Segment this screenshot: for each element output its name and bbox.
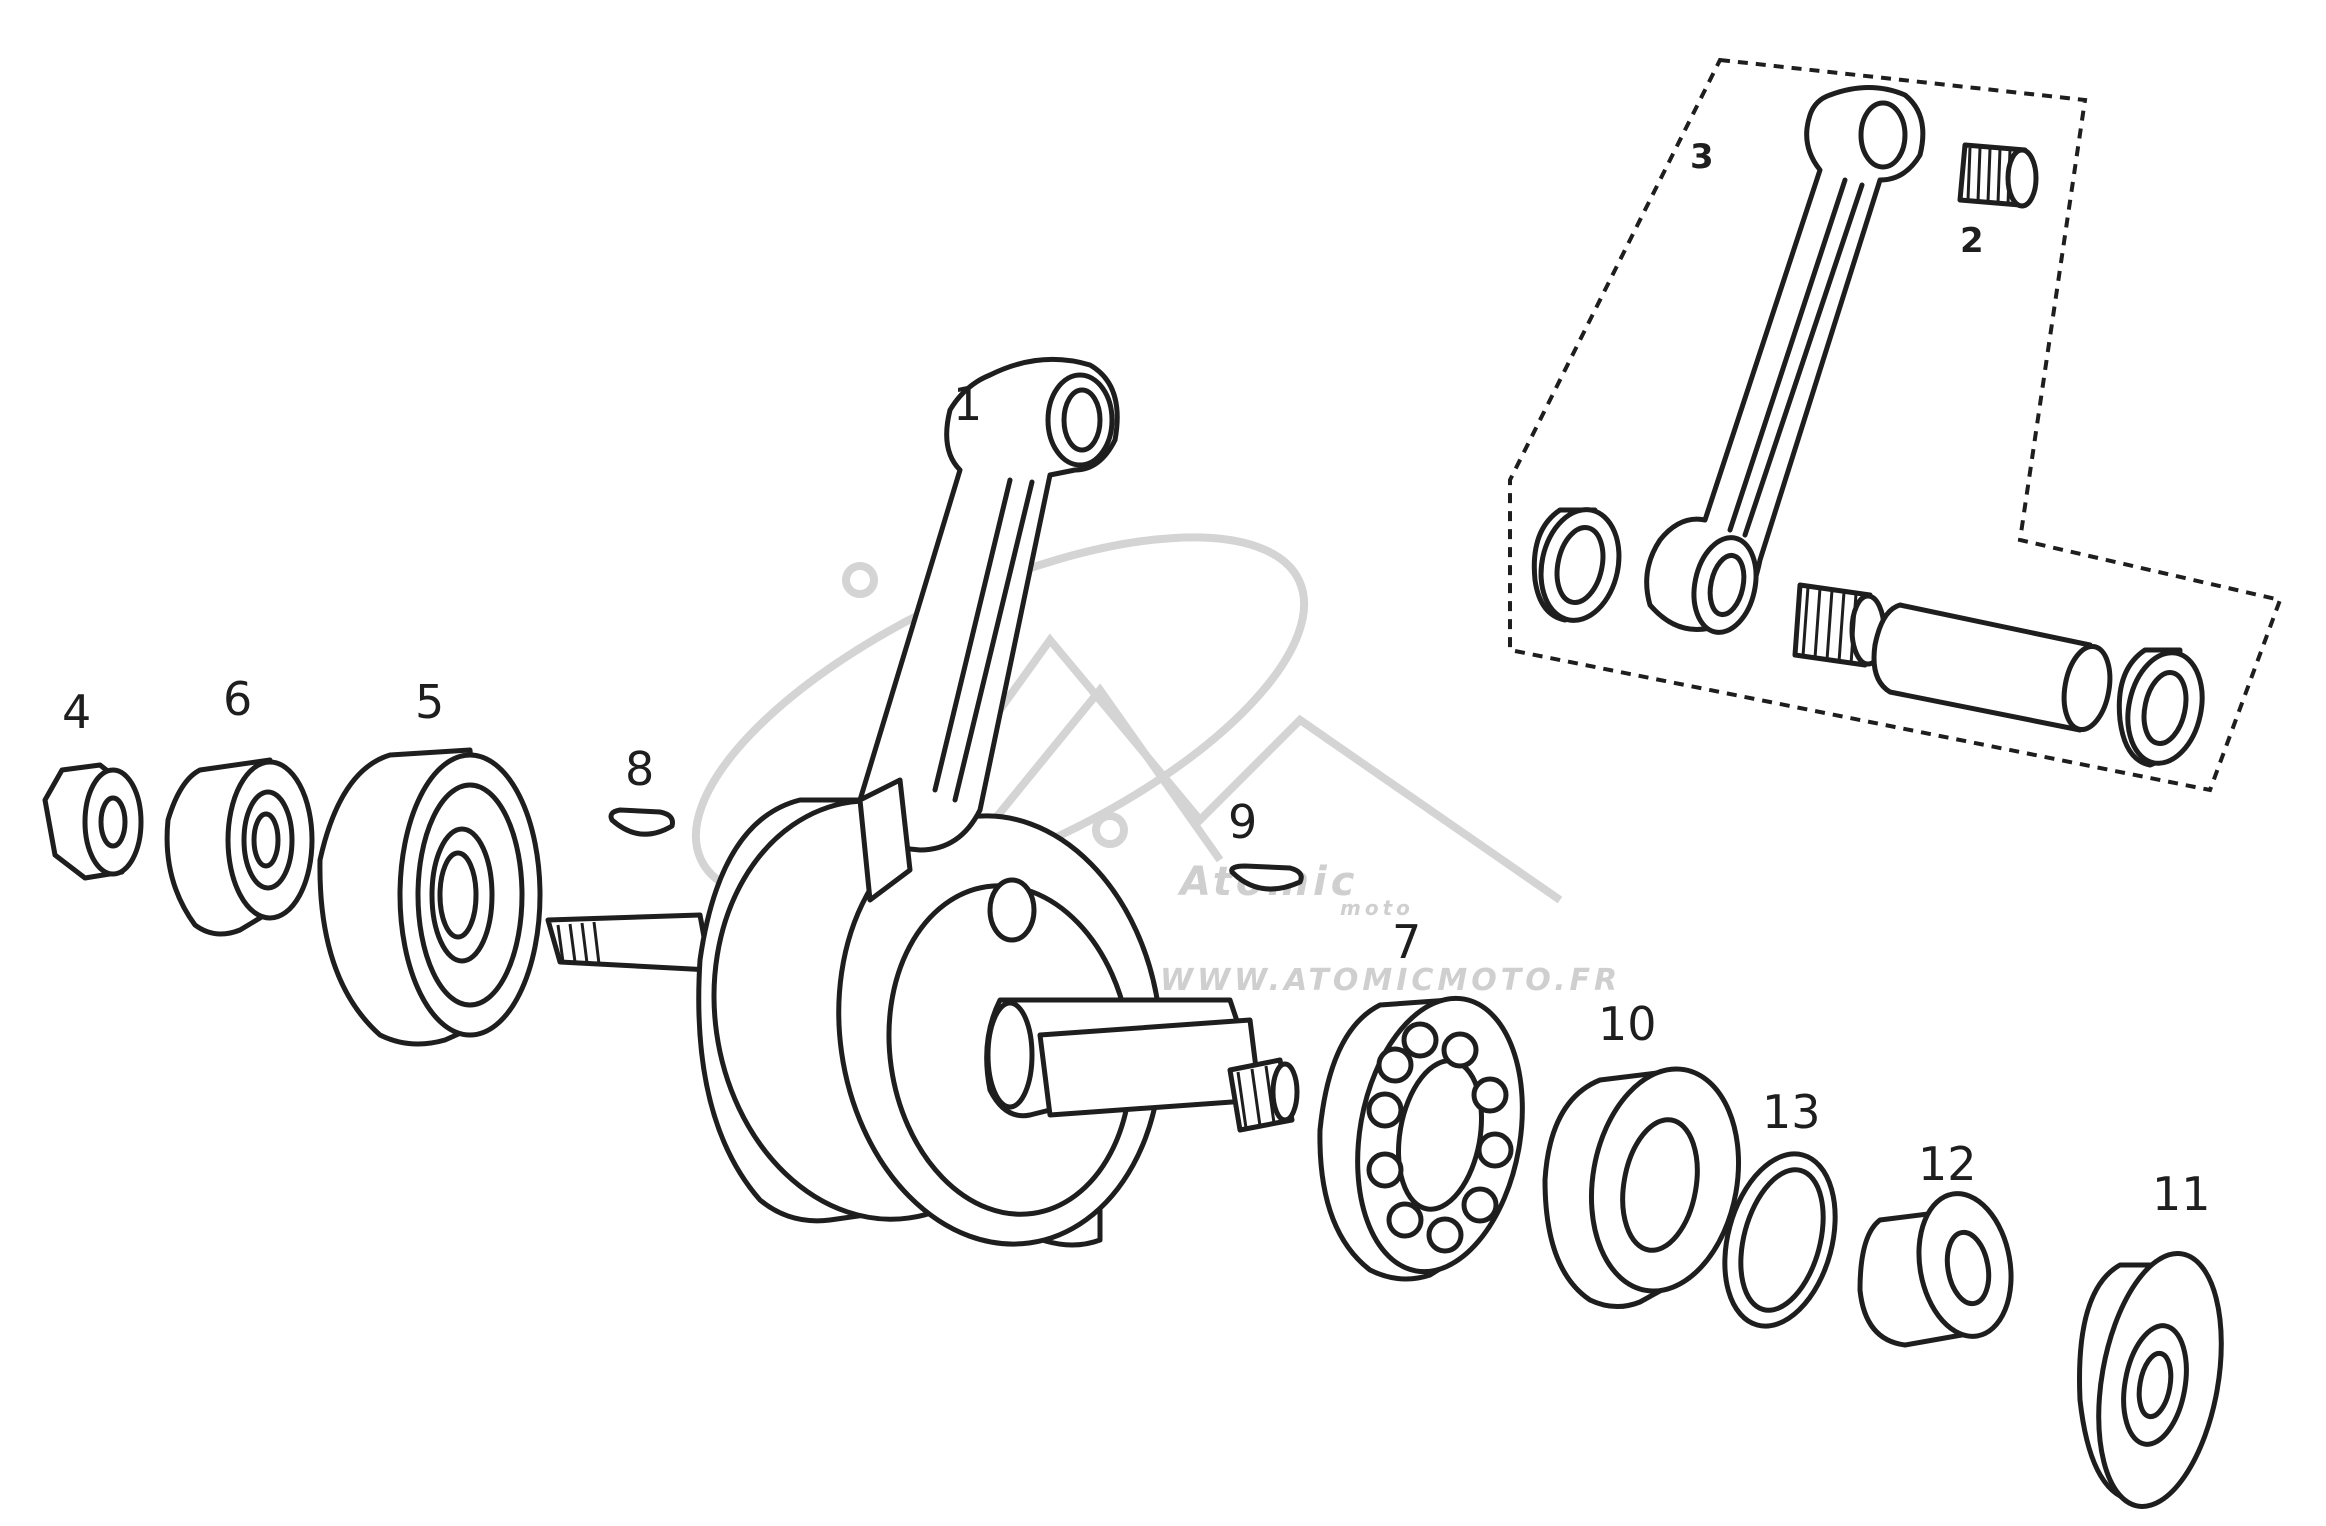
crankshaft-left-shaft [545,912,713,973]
callout-5: 5 [415,675,444,729]
part-2-needle-bearing [1957,142,2039,209]
watermark-url: WWW.ATOMICMOTO.FR [1160,963,1621,998]
part-8-key [608,807,675,837]
callout-9: 9 [1228,795,1257,849]
crankshaft [696,797,1300,1248]
part-11-washer [2077,1251,2224,1509]
callout-10: 10 [1598,997,1657,1051]
part-1-connecting-rod [857,356,1120,903]
callout-6: 6 [223,672,252,726]
kit-dashed-boundary [1508,57,2283,793]
callout-7: 7 [1392,915,1421,969]
callout-1: 1 [953,377,982,431]
callout-11: 11 [2152,1167,2211,1221]
callout-13: 13 [1762,1085,1821,1139]
part-5-bearing [317,747,543,1047]
part-6-oil-seal [164,757,315,937]
part-13-ring [1722,1151,1838,1329]
callout-8: 8 [625,742,654,796]
callout-4: 4 [62,685,91,739]
watermark-brand-sub: moto [1340,896,1414,920]
part-4-nut [42,762,144,881]
part-7-ball-bearing [1317,995,1525,1282]
callout-2: 2 [1960,221,1984,261]
part-12-spacer [1857,1191,2014,1348]
part-3-kit-inset [1508,57,2283,793]
part-9-key [1229,863,1304,892]
callout-3: 3 [1690,137,1714,177]
part-10-oil-seal [1542,1066,1742,1309]
callout-12: 12 [1918,1137,1977,1191]
